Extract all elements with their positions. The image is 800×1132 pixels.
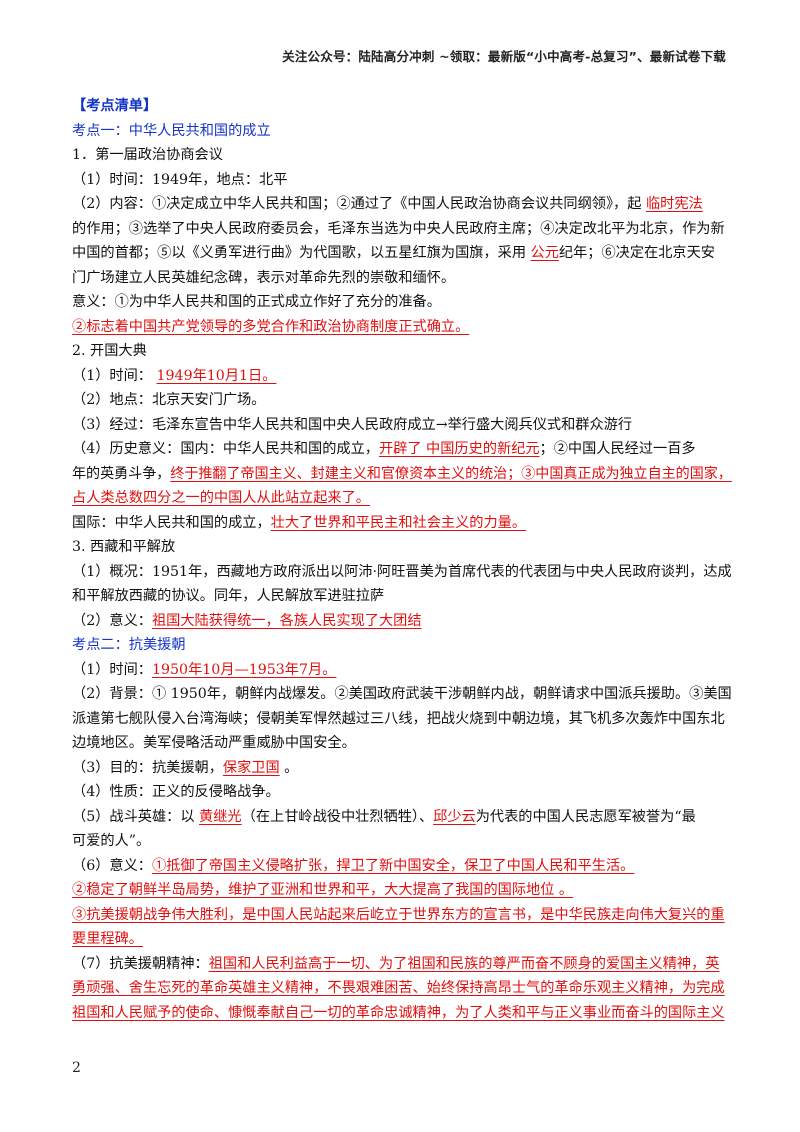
text-line: （6）意义：①抵御了帝国主义侵略扩张，捍卫了新中国安全，保卫了中国人民和平生活。 <box>72 854 732 879</box>
text-line: （4）性质：正义的反侵略战争。 <box>72 780 732 805</box>
body-text: （3）目的：抗美援朝， <box>72 759 223 776</box>
text-line: 【考点清单】 <box>72 94 732 119</box>
answer-text: 临时宪法 <box>645 196 703 212</box>
text-line: （7）抗美援朝精神：祖国和人民利益高于一切、为了祖国和民族的尊严而奋不顾身的爱国… <box>72 952 732 977</box>
text-line: 年的英勇斗争，终于推翻了帝国主义、封建主义和官僚资本主义的统治；③中国真正成为独… <box>72 462 732 487</box>
text-line: （1）概况：1951年，西藏地方政府派出以阿沛·阿旺晋美为首席代表的代表团与中央… <box>72 560 732 585</box>
topic-heading: 考点二：抗美援朝 <box>72 637 186 653</box>
text-line: 中国的首都；⑤以《义勇军进行曲》为代国歌，以五星红旗为国旗，采用 公元纪年；⑥决… <box>72 241 732 266</box>
text-line: 占人类总数四分之一的中国人从此站立起来了。 <box>72 486 732 511</box>
body-text: 2. 开国大典 <box>72 343 147 359</box>
body-text: （1）时间： <box>72 661 152 678</box>
body-text: （2）地点：北京天安门广场。 <box>72 392 266 408</box>
answer-text: 1950年10月—1953年7月。 <box>151 661 337 678</box>
text-line: 门广场建立人民英雄纪念碑，表示对革命先烈的崇敬和缅怀。 <box>72 266 732 291</box>
text-line: 要里程碑。 <box>72 927 732 952</box>
text-line: 边境地区。美军侵略活动严重威胁中国安全。 <box>72 731 732 756</box>
text-line: 和平解放西藏的协议。同年，人民解放军进驻拉萨 <box>72 584 732 609</box>
answer-text: 要里程碑。 <box>72 931 143 947</box>
body-text: （2）背景：① 1950年，朝鲜内战爆发。②美国政府武装干涉朝鲜内战，朝鲜请求中… <box>72 686 732 702</box>
text-line: 2. 开国大典 <box>72 339 732 364</box>
body-text: 可爱的人”。 <box>72 833 151 849</box>
text-line: ③抗美援朝战争伟大胜利，是中国人民站起来后屹立于世界东方的宣言书，是中华民族走向… <box>72 903 732 928</box>
answer-text: ③抗美援朝战争伟大胜利，是中国人民站起来后屹立于世界东方的宣言书，是中华民族走向… <box>72 906 725 923</box>
body-text: 意义：①为中华人民共和国的正式成立作好了充分的准备。 <box>72 294 441 310</box>
answer-text: 开辟了 中国历史的新纪元 <box>378 441 540 457</box>
text-line: 国际：中华人民共和国的成立，壮大了世界和平民主和社会主义的力量。 <box>72 511 732 536</box>
topic-heading: 考点一：中华人民共和国的成立 <box>72 122 271 139</box>
answer-text: 1949年10月1日。 <box>156 367 277 384</box>
text-line: （1）时间：1949年，地点：北平 <box>72 168 732 193</box>
body-text: 边境地区。美军侵略活动严重威胁中国安全。 <box>72 735 356 751</box>
text-line: 3. 西藏和平解放 <box>72 535 732 560</box>
text-line: 1．第一届政治协商会议 <box>72 143 732 168</box>
text-line: 的作用；③选举了中央人民政府委员会，毛泽东当选为中央人民政府主席；④决定改北平为… <box>72 217 732 242</box>
answer-text: 黄继光 <box>199 808 242 825</box>
text-line: 派遣第七舰队侵入台湾海峡；侵朝美军悍然越过三八线，把战火烧到中朝边境，其飞机多次… <box>72 707 732 732</box>
body-text: （1）概况：1951年，西藏地方政府派出以阿沛·阿旺晋美为首席代表的代表团与中央… <box>72 563 732 580</box>
body-text: 中国的首都；⑤以《义勇军进行曲》为代国歌，以五星红旗为国旗，采用 <box>72 245 531 261</box>
text-line: ②稳定了朝鲜半岛局势，维护了亚洲和世界和平，大大提高了我国的国际地位 。 <box>72 878 732 903</box>
text-line: 意义：①为中华人民共和国的正式成立作好了充分的准备。 <box>72 290 732 315</box>
text-line: （5）战斗英雄：以 黄继光（在上甘岭战役中壮烈牺牲）、邱少云为代表的中国人民志愿… <box>72 805 732 830</box>
text-line: （2）背景：① 1950年，朝鲜内战爆发。②美国政府武装干涉朝鲜内战，朝鲜请求中… <box>72 682 732 707</box>
body-text: （2）内容：①决定成立中华人民共和国；②通过了《中国人民政治协商会议共同纲领》，… <box>72 196 646 212</box>
answer-text: 邱少云 <box>433 808 476 825</box>
body-text: 派遣第七舰队侵入台湾海峡；侵朝美军悍然越过三八线，把战火烧到中朝边境，其飞机多次… <box>72 710 725 727</box>
text-line: 祖国和人民赋予的使命、慷慨奉献自己一切的革命忠诚精神，为了人类和平与正义事业而奋… <box>72 1001 732 1026</box>
answer-text: ②标志着中国共产党领导的多党合作和政治协商制度正式确立。 <box>72 318 470 335</box>
text-line: （2）地点：北京天安门广场。 <box>72 388 732 413</box>
body-text: （6）意义： <box>72 857 152 874</box>
answer-text: 祖国和人民赋予的使命、慷慨奉献自己一切的革命忠诚精神，为了人类和平与正义事业而奋… <box>72 1004 725 1021</box>
text-line: （2）意义：祖国大陆获得统一，各族人民实现了大团结 <box>72 609 732 634</box>
text-line: （4）历史意义：国内：中华人民共和国的成立，开辟了 中国历史的新纪元；②中国人民… <box>72 437 732 462</box>
answer-text: 保家卫国 <box>222 759 280 776</box>
body-text: （4）性质：正义的反侵略战争。 <box>72 784 280 800</box>
text-line: 勇顽强、舍生忘死的革命英雄主义精神，不畏艰难困苦、始终保持高昂士气的革命乐观主义… <box>72 976 732 1001</box>
text-line: ②标志着中国共产党领导的多党合作和政治协商制度正式确立。 <box>72 315 732 340</box>
body-text: 国际：中华人民共和国的成立， <box>72 514 271 531</box>
page-header: 关注公众号：陆陆高分冲刺 ~领取：最新版“小中高考-总复习”、最新试卷下载 <box>282 49 726 64</box>
body-text: 门广场建立人民英雄纪念碑，表示对革命先烈的崇敬和缅怀。 <box>72 269 456 286</box>
body-text: 年的英勇斗争， <box>72 465 171 482</box>
body-text: 3. 西藏和平解放 <box>72 539 176 555</box>
answer-text: 壮大了世界和平民主和社会主义的力量。 <box>270 514 527 531</box>
body-text: 的作用；③选举了中央人民政府委员会，毛泽东当选为中央人民政府主席；④决定改北平为… <box>72 220 725 237</box>
body-text: （1）时间：1949年，地点：北平 <box>72 171 288 188</box>
text-line: 可爱的人”。 <box>72 829 732 854</box>
body-text: （在上甘岭战役中壮烈牺牲）、 <box>241 808 434 825</box>
answer-text: 祖国和人民利益高于一切、为了祖国和民族的尊严而奋不顾身的爱国主义精神，英 <box>208 955 720 972</box>
page-number: 2 <box>72 1060 81 1076</box>
answer-text: 占人类总数四分之一的中国人从此站立起来了。 <box>72 490 370 506</box>
body-text: 。 <box>279 759 299 776</box>
text-line: （3）经过：毛泽东宣告中华人民共和国中央人民政府成立→举行盛大阅兵仪式和群众游行 <box>72 413 732 438</box>
text-line: （1）时间： 1949年10月1日。 <box>72 364 732 389</box>
answer-text: 终于推翻了帝国主义、封建主义和官僚资本主义的统治；③中国真正成为独立自主的国家， <box>170 465 732 482</box>
body-text: 为代表的中国人民志愿军被誉为“最 <box>475 808 696 825</box>
answer-text: 公元 <box>530 245 559 261</box>
answer-text: 祖国大陆获得统一，各族人民实现了大团结 <box>151 612 422 629</box>
section-title: 【考点清单】 <box>72 98 158 114</box>
answer-text: ①抵御了帝国主义侵略扩张，捍卫了新中国安全，保卫了中国人民和平生活。 <box>151 857 635 874</box>
body-text: 纪年；⑥决定在北京天安 <box>558 245 715 261</box>
body-text: （5）战斗英雄：以 <box>72 808 200 825</box>
body-text: （7）抗美援朝精神： <box>72 955 209 972</box>
text-line: （2）内容：①决定成立中华人民共和国；②通过了《中国人民政治协商会议共同纲领》，… <box>72 192 732 217</box>
body-text: ；②中国人民经过一百多 <box>539 441 696 457</box>
body-text: 和平解放西藏的协议。同年，人民解放军进驻拉萨 <box>72 588 385 604</box>
body-text: （4）历史意义：国内：中华人民共和国的成立， <box>72 441 379 457</box>
text-line: （3）目的：抗美援朝，保家卫国 。 <box>72 756 732 781</box>
body-text: （1）时间： <box>72 367 157 384</box>
body-text: （3）经过：毛泽东宣告中华人民共和国中央人民政府成立→举行盛大阅兵仪式和群众游行 <box>72 416 633 433</box>
body-text: （2）意义： <box>72 612 152 629</box>
answer-text: 勇顽强、舍生忘死的革命英雄主义精神，不畏艰难困苦、始终保持高昂士气的革命乐观主义… <box>72 980 725 996</box>
text-line: （1）时间：1950年10月—1953年7月。 <box>72 658 732 683</box>
text-line: 考点一：中华人民共和国的成立 <box>72 119 732 144</box>
text-line: 考点二：抗美援朝 <box>72 633 732 658</box>
body-text: 1．第一届政治协商会议 <box>72 147 223 163</box>
answer-text: ②稳定了朝鲜半岛局势，维护了亚洲和世界和平，大大提高了我国的国际地位 。 <box>72 882 574 898</box>
